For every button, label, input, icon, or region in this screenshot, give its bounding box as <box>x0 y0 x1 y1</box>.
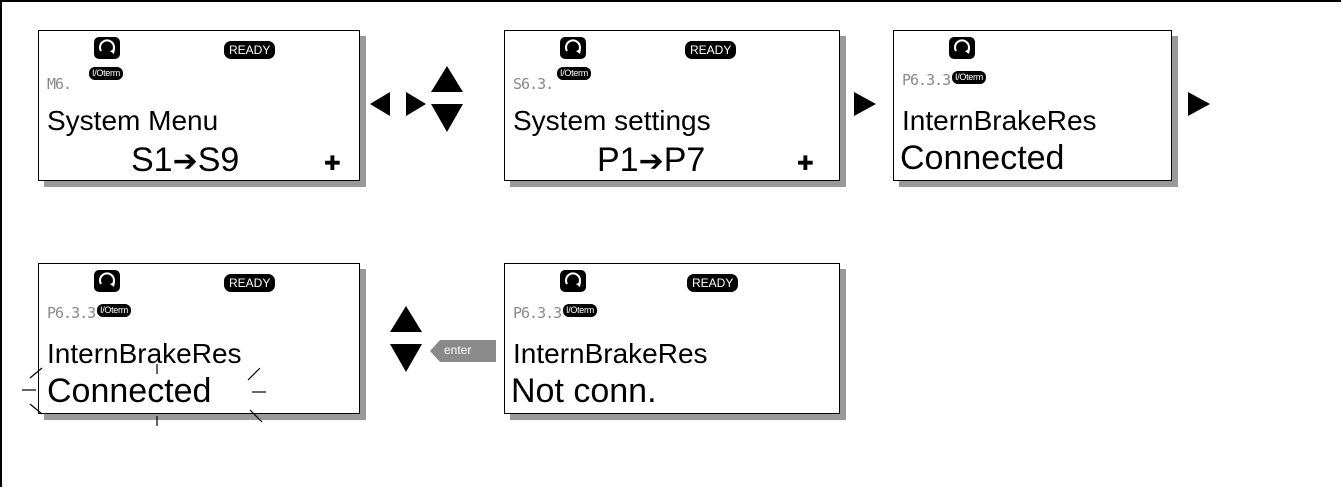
left-right-arrows-icon <box>370 92 426 116</box>
ready-badge: READY <box>687 274 739 292</box>
io-term-badge: I/Oterm <box>557 67 591 80</box>
parameter-code: P6.3.3 <box>47 304 96 322</box>
right-arrow-icon <box>1188 92 1210 116</box>
parameter-value: Not conn. <box>511 372 657 410</box>
rotation-icon <box>560 270 586 292</box>
parameter-name: InternBrakeRes <box>47 338 242 369</box>
rotation-icon <box>94 270 120 292</box>
up-down-arrows-icon <box>431 66 463 132</box>
lcd-panel-not-connected: READY P6.3.3 I/Oterm InternBrakeRes Not … <box>504 263 840 414</box>
rotation-icon <box>94 37 120 59</box>
range-text: S1➔S9 <box>131 141 239 180</box>
io-term-badge: I/Oterm <box>563 304 597 317</box>
parameter-value: Connected <box>900 139 1065 177</box>
parameter-value-blinking: Connected <box>47 372 212 410</box>
arrow-right-icon: ➔ <box>172 145 198 178</box>
range-end: S9 <box>197 141 240 179</box>
parameter-name: InternBrakeRes <box>902 105 1097 136</box>
lcd-panel-intern-brake-res: P6.3.3 I/Oterm InternBrakeRes Connected <box>893 30 1172 181</box>
browse-arrow-icon: ✚ <box>797 153 814 175</box>
range-start: P1 <box>597 141 639 179</box>
ready-badge: READY <box>224 274 276 292</box>
io-term-badge: I/Oterm <box>89 67 123 80</box>
parameter-code: P6.3.3 <box>513 304 562 322</box>
menu-code: S6.3. <box>513 75 554 93</box>
io-term-badge: I/Oterm <box>97 304 131 317</box>
rotation-icon <box>560 37 586 59</box>
enter-button[interactable]: enter <box>430 340 496 362</box>
lcd-panel-system-settings: READY S6.3. I/Oterm System settings P1➔P… <box>504 30 840 181</box>
browse-arrow-icon: ✚ <box>324 153 341 175</box>
range-end: P7 <box>663 141 706 179</box>
lcd-panel-system-menu: READY M6. I/Oterm System Menu S1➔S9 ✚ <box>38 30 360 181</box>
parameter-name: InternBrakeRes <box>513 338 708 369</box>
menu-code: M6. <box>47 75 72 93</box>
panel-title: System settings <box>513 105 711 136</box>
lcd-panel-edit-blinking: READY P6.3.3 I/Oterm InternBrakeRes Conn… <box>38 263 360 414</box>
range-start: S1 <box>131 141 173 179</box>
blink-marks-icon <box>22 364 266 426</box>
arrow-right-icon: ➔ <box>638 145 664 178</box>
panel-title: System Menu <box>47 105 219 136</box>
io-term-badge: I/Oterm <box>952 71 986 84</box>
range-text: P1➔P7 <box>597 141 705 180</box>
enter-label: enter <box>444 343 472 357</box>
up-down-arrows-icon <box>390 306 422 372</box>
ready-badge: READY <box>685 41 737 59</box>
right-arrow-icon <box>854 92 876 116</box>
parameter-code: P6.3.3 <box>902 71 951 89</box>
ready-badge: READY <box>224 41 276 59</box>
rotation-icon <box>949 37 975 59</box>
